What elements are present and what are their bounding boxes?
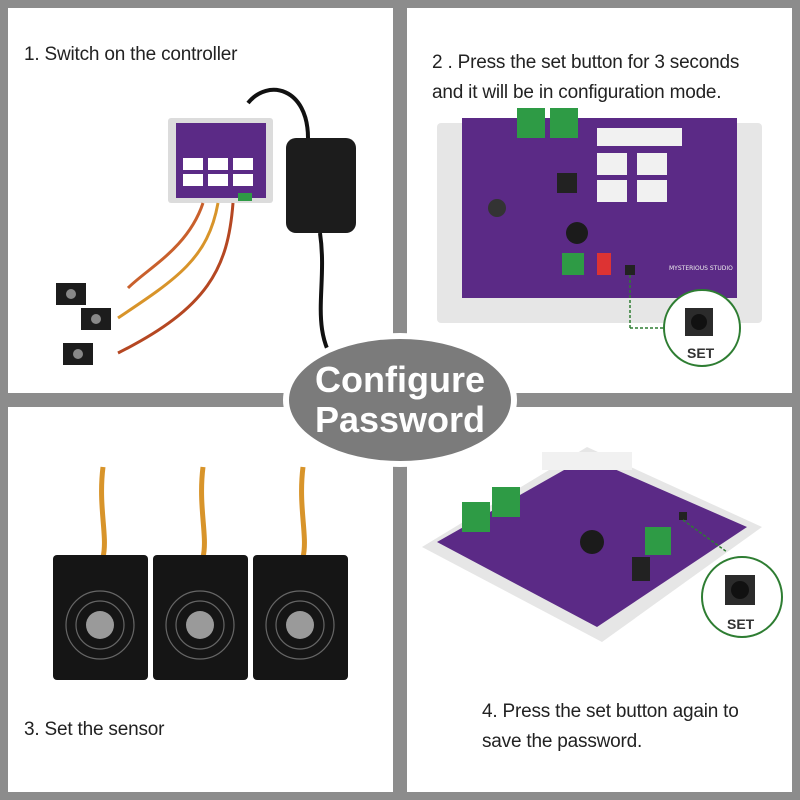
set-button-label: SET	[687, 345, 715, 361]
set-button-small	[679, 512, 687, 520]
step-4-caption: 4. Press the set button again to save th…	[482, 701, 739, 752]
badge-line-2: Password	[314, 399, 486, 440]
board-set-button-illustration: MYSTERIOUS STUDIO SET	[437, 108, 762, 367]
step-1-caption: 1. Switch on the controller	[24, 44, 238, 65]
step-2-caption: 2 . Press the set button for 3 seconds a…	[432, 52, 740, 103]
sensor-2	[153, 466, 248, 680]
power-adapter	[286, 138, 356, 233]
badge-line-1: Configure	[315, 359, 485, 400]
step-3-caption: 3. Set the sensor	[24, 719, 165, 740]
step-2-panel: 2 . Press the set button for 3 seconds a…	[407, 8, 792, 393]
sensors-illustration	[53, 466, 348, 680]
step-4-panel: 4. Press the set button again to save th…	[407, 407, 792, 792]
board-save-illustration: SET	[422, 447, 783, 642]
controller-with-adapter-illustration	[56, 87, 356, 370]
set-button-small	[625, 265, 635, 275]
step-1-panel: 1. Switch on the controller	[8, 8, 393, 393]
sensor-3	[253, 466, 348, 680]
sensor-1	[53, 466, 148, 680]
step-3-panel: 3. Set the sensor	[8, 407, 393, 792]
board-brand: MYSTERIOUS STUDIO	[669, 265, 733, 272]
configure-password-badge: Configure Password	[283, 333, 517, 467]
set-button-label: SET	[727, 616, 755, 632]
